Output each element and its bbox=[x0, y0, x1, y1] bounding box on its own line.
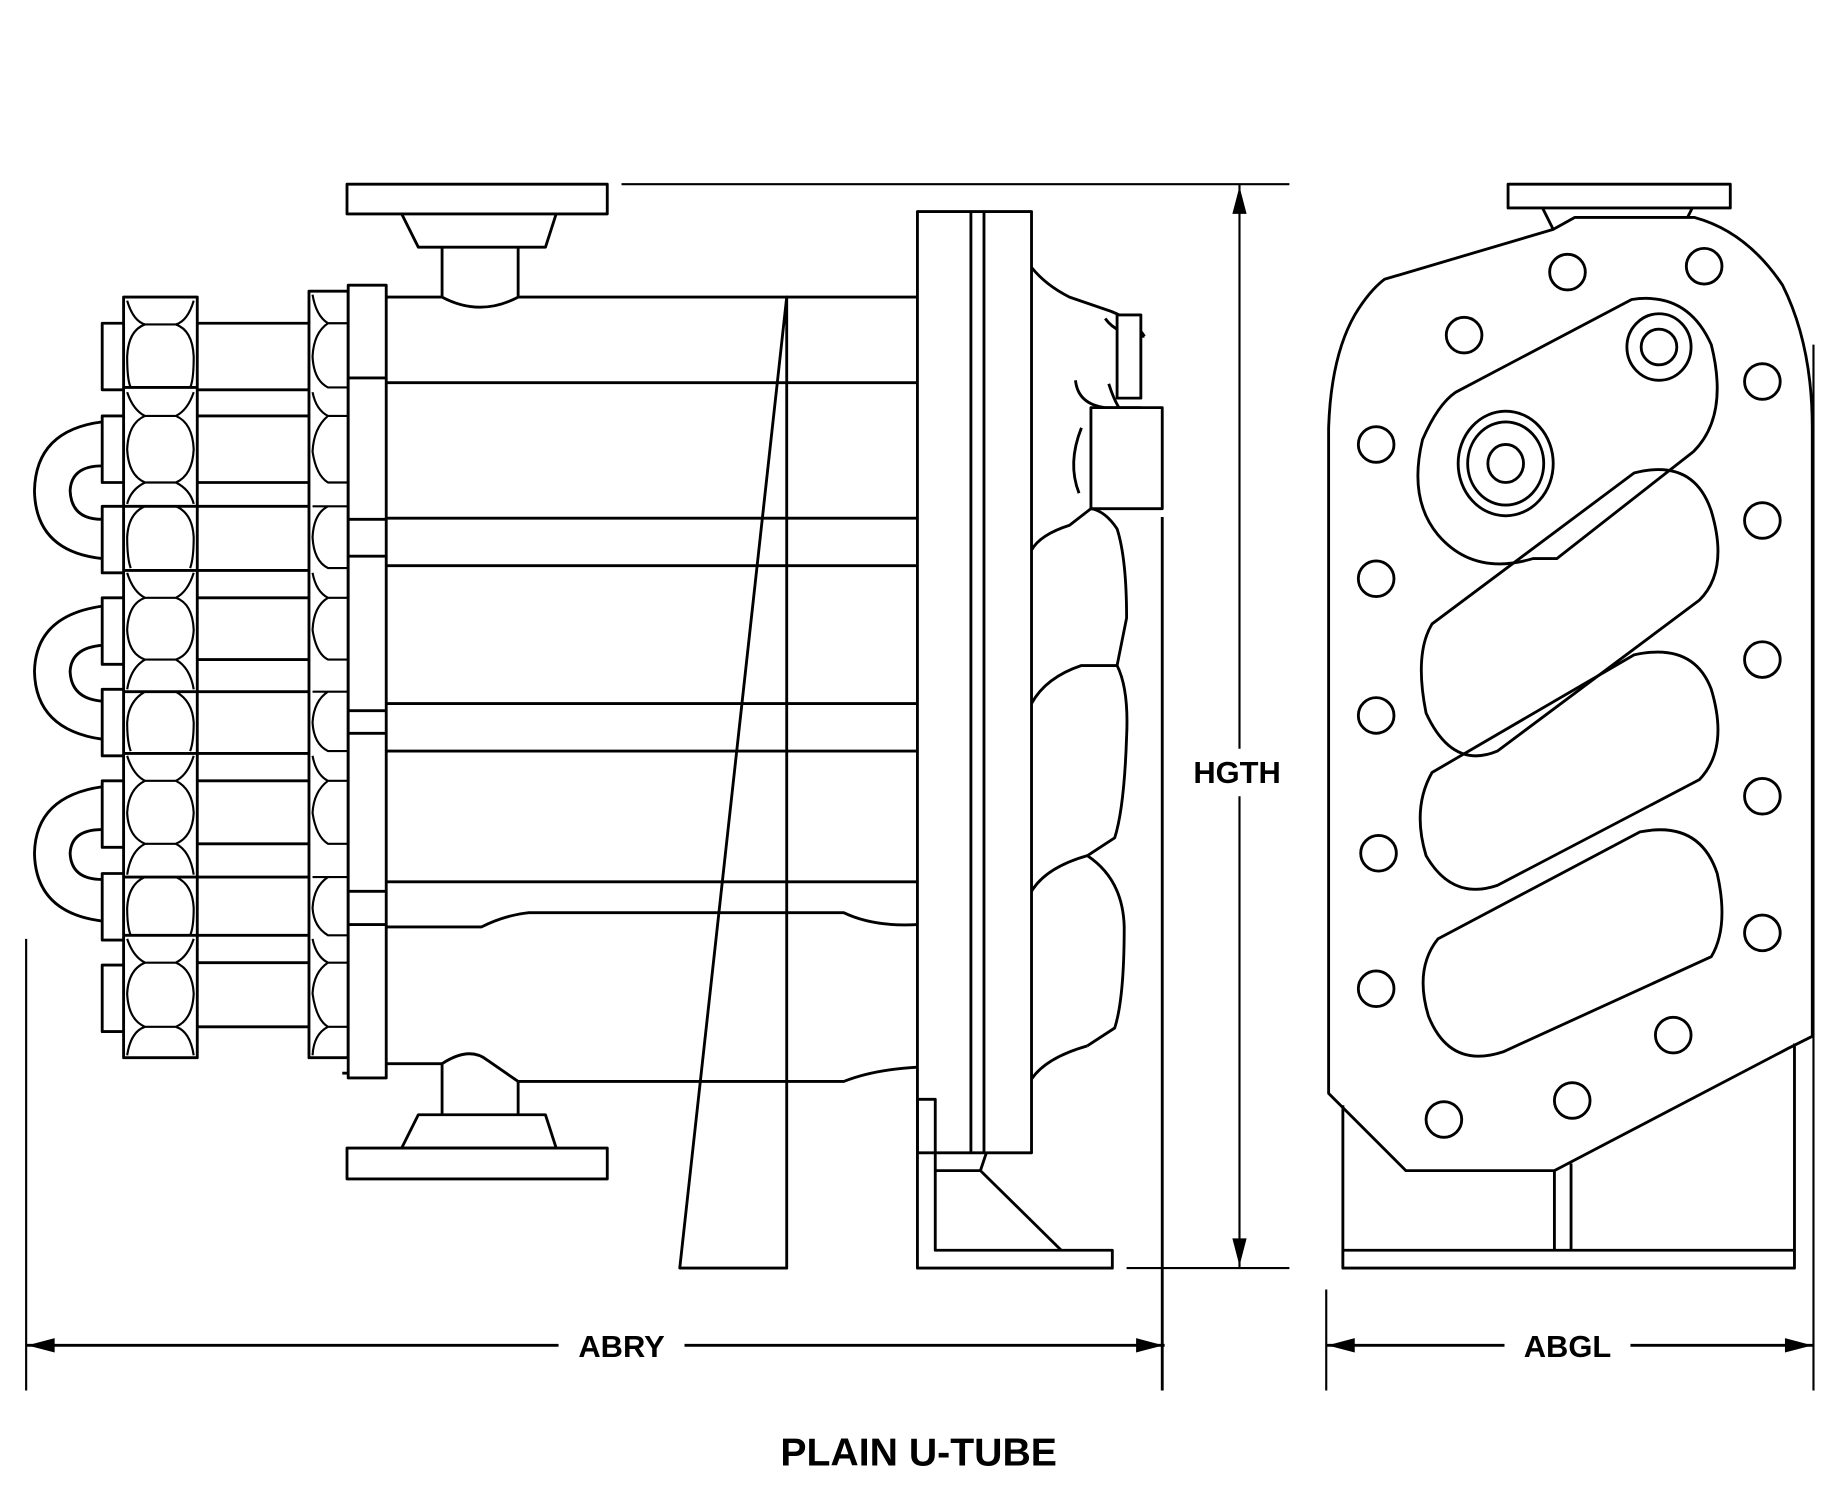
nozzle-rings bbox=[1456, 312, 1693, 518]
bottom-nozzle bbox=[345, 1052, 609, 1181]
drawing-title: PLAIN U-TUBE bbox=[780, 1431, 1057, 1474]
arrow-left-icon bbox=[27, 1338, 55, 1353]
arrow-up-icon bbox=[1232, 186, 1247, 214]
channel-cover-plate bbox=[1327, 216, 1814, 1173]
dimension-overall-length: ABRY bbox=[25, 938, 1165, 1391]
dimension-height: HGTH bbox=[621, 183, 1290, 1270]
dimension-label-height: HGTH bbox=[1193, 755, 1280, 790]
arrow-right-icon bbox=[1136, 1338, 1164, 1353]
u-bend-return-assembly bbox=[33, 283, 388, 1080]
bottom-flange bbox=[345, 1146, 609, 1181]
tube-stubs bbox=[100, 321, 126, 1033]
nut-column-outer bbox=[122, 295, 199, 1060]
shell-body bbox=[386, 295, 918, 1083]
top-flange bbox=[345, 182, 609, 216]
dimension-overall-width: ABGL bbox=[1325, 344, 1815, 1391]
arrow-down-icon bbox=[1232, 1238, 1247, 1266]
pass-partitions bbox=[1416, 297, 1724, 1058]
end-plate bbox=[346, 283, 388, 1080]
arrow-right-icon bbox=[1784, 1338, 1813, 1353]
bonnet-head bbox=[1030, 266, 1164, 1391]
hex-nuts-inner bbox=[311, 294, 349, 1056]
arrow-left-icon bbox=[1327, 1338, 1355, 1353]
support-foot bbox=[916, 1097, 1114, 1270]
end-view-top-flange bbox=[1506, 182, 1732, 210]
top-nozzle bbox=[345, 182, 609, 309]
tube-sheet bbox=[916, 210, 1033, 1155]
tapered-saddle bbox=[678, 295, 789, 1270]
side-elevation-view bbox=[33, 182, 1164, 1391]
tie-bolts bbox=[197, 321, 309, 1029]
end-view-support bbox=[1341, 1043, 1796, 1270]
u-bends bbox=[33, 420, 103, 923]
nut-column-inner bbox=[307, 289, 350, 1060]
hex-nuts-outer bbox=[123, 300, 198, 1056]
dimension-label-length: ABRY bbox=[578, 1329, 665, 1364]
dimension-label-width: ABGL bbox=[1524, 1329, 1611, 1364]
head-nozzle bbox=[1089, 406, 1164, 511]
end-elevation-view bbox=[1327, 182, 1814, 1270]
bolt-holes bbox=[1356, 246, 1782, 1139]
